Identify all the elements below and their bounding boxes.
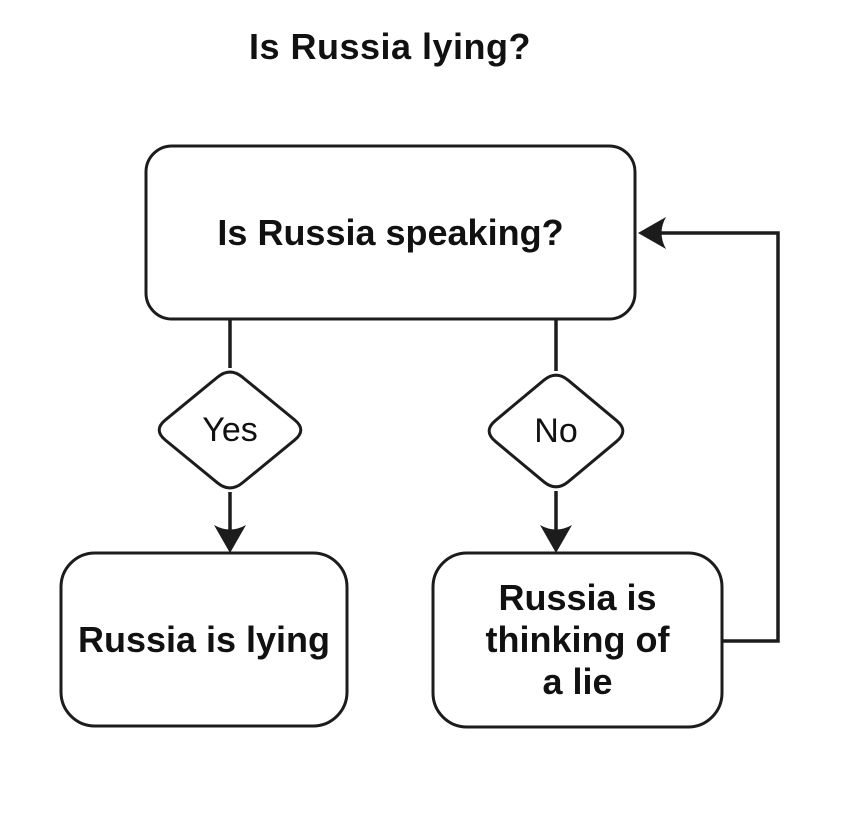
node-question-box	[144, 144, 637, 321]
arrowhead-down-thinking	[540, 525, 572, 553]
label-result-no-line2: thinking of	[485, 619, 670, 660]
node-yes-diamond	[157, 370, 303, 490]
label-result-yes-text: Russia is lying	[77, 618, 331, 660]
connector-feedback-loop	[657, 231, 780, 643]
label-result-no-line1: Russia is	[498, 577, 657, 618]
diagram-title: Is Russia lying?	[248, 26, 532, 67]
node-lying-box	[59, 551, 349, 728]
node-thinking-box	[431, 551, 724, 729]
node-no-diamond	[487, 373, 625, 489]
label-question-text: Is Russia speaking?	[217, 211, 564, 253]
label-no-text: No	[534, 411, 578, 450]
label-result-yes: Russia is lying	[61, 553, 347, 726]
arrowhead-left-feedback	[638, 217, 666, 249]
label-question: Is Russia speaking?	[146, 146, 635, 319]
arrowhead-down-lying	[214, 525, 246, 553]
label-yes-text: Yes	[202, 410, 258, 449]
label-result-no-line3: a lie	[542, 661, 613, 702]
label-result-no: Russia is thinking of a lie	[433, 553, 722, 727]
label-yes: Yes	[153, 367, 307, 493]
label-no: No	[483, 370, 629, 492]
